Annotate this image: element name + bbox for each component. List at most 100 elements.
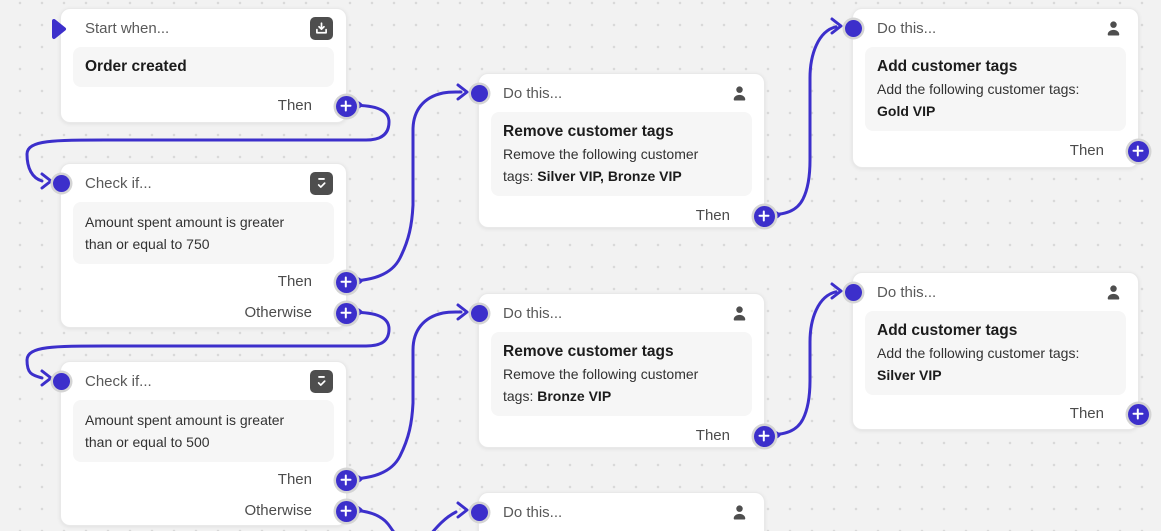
add-step-button[interactable] [335, 95, 357, 117]
card-body: Add customer tags Add the following cust… [865, 311, 1126, 395]
card-body: Remove customer tags Remove the followin… [491, 332, 752, 416]
output-otherwise: Otherwise [244, 497, 357, 525]
action-description: Add the following customer tags: Gold VI… [877, 78, 1105, 122]
action-title: Remove customer tags [503, 343, 674, 360]
action-card-add-gold[interactable]: Do this... Add customer tags Add the fol… [844, 8, 1149, 168]
then-label: Then [277, 273, 312, 290]
input-node [844, 283, 862, 301]
tag-values: Silver VIP, Bronze VIP [537, 168, 682, 184]
input-node [470, 503, 488, 521]
card-body: Order created [73, 47, 334, 87]
card-header: Do this... [853, 273, 1138, 311]
action-card-partial[interactable]: Do this... [470, 492, 765, 531]
edge-cond750-then-to-remove-silver-bronze [345, 90, 463, 283]
condition-card-750[interactable]: Check if... Amount spent amount is great… [52, 163, 357, 328]
card-header-label: Do this... [503, 304, 563, 322]
card-header-label: Do this... [877, 283, 937, 301]
condition-card-500[interactable]: Check if... Amount spent amount is great… [52, 361, 357, 526]
output-then: Then [695, 202, 775, 230]
action-card-remove-silver-bronze[interactable]: Do this... Remove customer tags Remove t… [470, 73, 775, 230]
clipboard-check-icon [310, 369, 333, 393]
edge-arrowhead [40, 172, 53, 190]
edge-arrowhead [830, 282, 843, 300]
edge-arrowhead [456, 303, 469, 321]
edge-arrowhead [40, 369, 53, 387]
edge-remove-silver-bronze-to-add-gold [763, 25, 838, 217]
card-header-label: Start when... [85, 19, 170, 37]
flow-start-arrow-icon [51, 18, 67, 40]
output-then: Then [695, 422, 775, 450]
output-then: Then [277, 268, 357, 296]
action-card-add-silver[interactable]: Do this... Add customer tags Add the fol… [844, 272, 1149, 430]
edge-arrowhead [830, 17, 843, 35]
then-label: Then [1069, 142, 1104, 159]
add-step-button[interactable] [1127, 403, 1149, 425]
input-node [470, 304, 488, 322]
add-step-button[interactable] [753, 425, 775, 447]
card-header-label: Check if... [85, 372, 152, 390]
action-description: Remove the following customer tags: Bron… [503, 363, 709, 407]
output-then: Then [1070, 400, 1149, 428]
tag-values: Gold VIP [877, 103, 936, 119]
card-body: Remove customer tags Remove the followin… [491, 112, 752, 196]
input-node [52, 372, 70, 390]
card-header: Do this... [479, 493, 764, 531]
edge-arrowhead [456, 83, 469, 101]
description-text: Remove the following customer tags: [503, 366, 699, 404]
order-import-icon [310, 16, 333, 40]
description-text: Add the following customer tags: [877, 81, 1080, 97]
action-description: Add the following customer tags: Silver … [877, 342, 1105, 386]
otherwise-label: Otherwise [244, 502, 312, 519]
otherwise-label: Otherwise [244, 304, 312, 321]
description-text: Add the following customer tags: [877, 345, 1080, 361]
card-header: Start when... [61, 9, 346, 47]
input-node [844, 19, 862, 37]
edge-remove-bronze-to-add-silver [763, 290, 838, 437]
customer-icon [728, 82, 751, 105]
clipboard-check-icon [310, 171, 333, 195]
card-header: Do this... [479, 74, 764, 112]
customer-icon [1102, 281, 1125, 304]
card-header-label: Check if... [85, 174, 152, 192]
then-label: Then [695, 207, 730, 224]
edge-trigger-to-cond750 [25, 103, 391, 183]
tag-values: Silver VIP [877, 367, 942, 383]
action-card-remove-bronze[interactable]: Do this... Remove customer tags Remove t… [470, 293, 775, 450]
card-header: Check if... [61, 362, 346, 400]
trigger-card-order-created[interactable]: Start when... Order created Then [52, 8, 357, 123]
add-step-button[interactable] [1127, 140, 1149, 162]
action-title: Add customer tags [877, 322, 1018, 339]
customer-icon [1102, 17, 1125, 40]
description-text: Remove the following customer tags: [503, 146, 699, 184]
add-step-button[interactable] [335, 500, 357, 522]
customer-icon [728, 302, 751, 325]
card-body: Amount spent amount is greater than or e… [73, 202, 334, 264]
edge-cond500-otherwise-to-bottom-action [345, 508, 458, 531]
card-header-label: Do this... [503, 503, 563, 521]
add-step-button[interactable] [753, 205, 775, 227]
condition-description: Amount spent amount is greater than or e… [85, 412, 285, 450]
action-description: Remove the following customer tags: Silv… [503, 143, 709, 187]
tag-values: Bronze VIP [537, 388, 612, 404]
card-body: Add customer tags Add the following cust… [865, 47, 1126, 131]
output-then: Then [278, 466, 357, 494]
add-step-button[interactable] [335, 302, 357, 324]
add-step-button[interactable] [335, 271, 357, 293]
input-node [52, 174, 70, 192]
then-label: Then [277, 97, 312, 114]
card-header: Do this... [479, 294, 764, 332]
card-header-label: Do this... [503, 84, 563, 102]
condition-description: Amount spent amount is greater than or e… [85, 214, 285, 252]
add-step-button[interactable] [335, 469, 357, 491]
action-title: Add customer tags [877, 58, 1018, 75]
trigger-title: Order created [85, 58, 187, 75]
customer-icon [728, 501, 751, 524]
output-then: Then [277, 92, 357, 120]
edge-cond750-otherwise-to-cond500 [25, 310, 391, 380]
edge-cond500-then-to-remove-bronze [345, 310, 463, 481]
card-header-label: Do this... [877, 19, 937, 37]
then-label: Then [695, 427, 730, 444]
card-header: Check if... [61, 164, 346, 202]
card-header: Do this... [853, 9, 1138, 47]
